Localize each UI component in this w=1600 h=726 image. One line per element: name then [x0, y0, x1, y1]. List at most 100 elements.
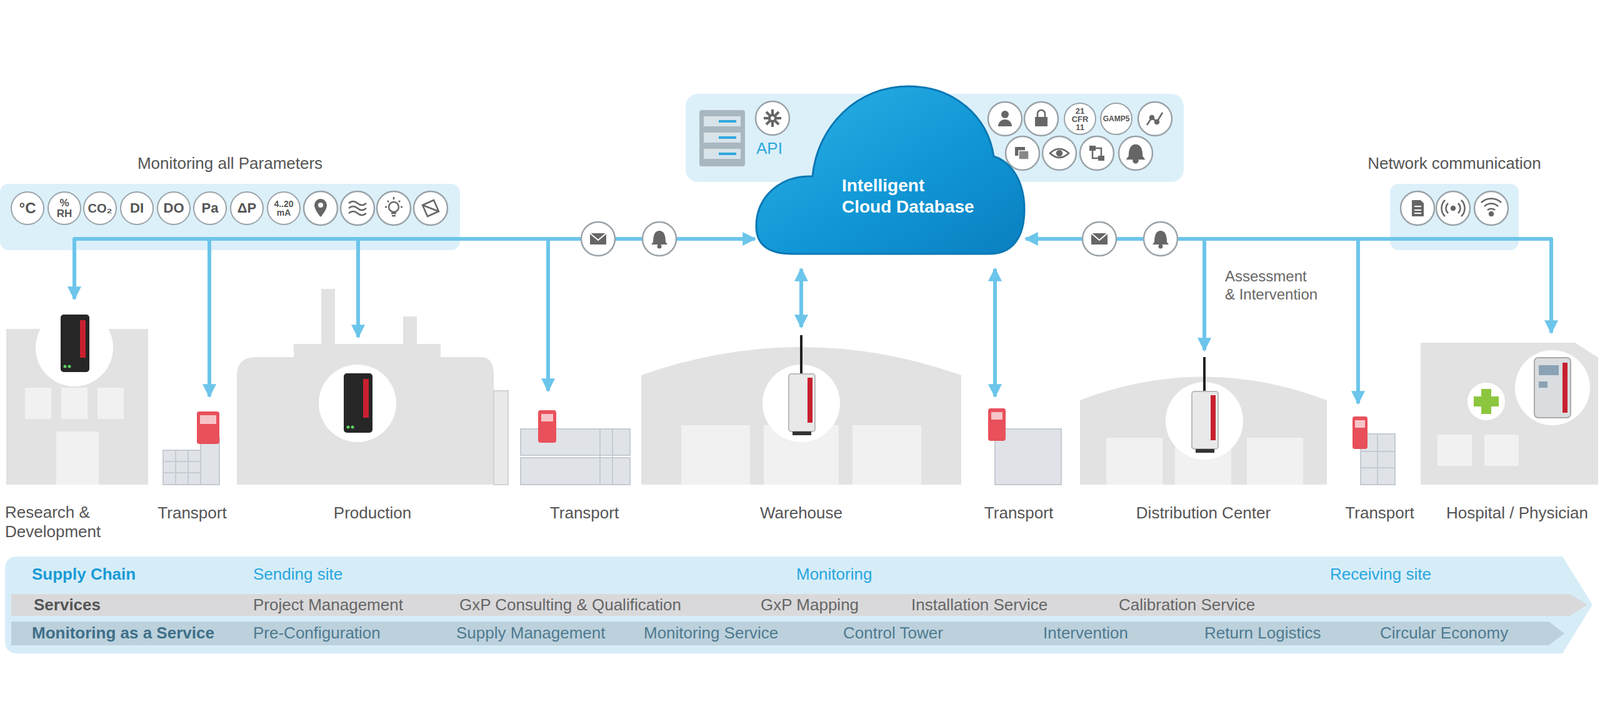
- cloud-outline: [755, 81, 1026, 255]
- site-label: Research & Development: [5, 502, 150, 542]
- data-logger-wireless: [1562, 362, 1568, 413]
- building-detail: [1484, 434, 1519, 466]
- site-node: Production: [236, 336, 509, 523]
- bus-icon: [1152, 230, 1169, 249]
- row-heading: Services: [33, 595, 101, 615]
- building-detail: [681, 425, 750, 485]
- data-logger-black: [363, 378, 369, 418]
- site-label: Hospital / Physician: [1437, 503, 1597, 523]
- connector-arrow: [209, 238, 755, 397]
- compliance-icon: [1024, 101, 1059, 136]
- compliance-icon: [1080, 136, 1114, 170]
- network-icon: [1481, 198, 1502, 210]
- parameter-text: 21 CFR 11: [1070, 106, 1090, 132]
- connector-arrow: [993, 268, 997, 397]
- compliance-icon: [755, 101, 790, 135]
- data-logger-wireless: [792, 431, 812, 435]
- parameter-text: DI: [121, 201, 152, 215]
- parameter-icon: [314, 198, 327, 217]
- transport-logger: [196, 411, 220, 444]
- cloud-title: Intelligent Cloud Database: [841, 175, 977, 217]
- parameter-icon: [303, 191, 338, 225]
- parameter-circle: 21 CFR 11: [1063, 102, 1097, 135]
- device-ground: [1467, 382, 1505, 420]
- compliance-icon: [1018, 150, 1029, 160]
- network-icon: [1441, 200, 1465, 217]
- parameter-icon: [413, 191, 448, 225]
- building-illustration: [1080, 376, 1327, 485]
- site-label: Transport: [150, 503, 235, 523]
- bus-icon: [642, 221, 677, 256]
- parameter-circle: DO: [156, 191, 191, 225]
- building-illustration: [321, 288, 335, 347]
- compliance-icon: [1005, 136, 1040, 170]
- parameter-icon: [388, 201, 399, 212]
- server-icon: [703, 116, 741, 127]
- data-logger-wireless: [1195, 448, 1215, 453]
- compliance-icon: [1098, 155, 1105, 161]
- row-item: Return Logistics: [1204, 623, 1321, 643]
- compliance-icon: [755, 101, 790, 135]
- parameter-text: GAMP5: [1101, 115, 1131, 123]
- compliance-icon: [770, 116, 775, 120]
- network-icon: [1489, 211, 1494, 216]
- site-label: Transport: [975, 503, 1063, 523]
- data-logger-black: [351, 425, 355, 429]
- data-logger-black: [63, 365, 67, 369]
- compliance-icon: [988, 101, 1022, 136]
- server-icon: [703, 132, 741, 143]
- site-label: Transport: [1337, 503, 1422, 523]
- network-icon: [1411, 200, 1424, 217]
- cargo-box: [163, 450, 201, 485]
- site-node: Transport: [1337, 403, 1422, 523]
- parameter-text: 4..20 mA: [271, 199, 297, 217]
- site-node: Distribution Center: [1080, 350, 1327, 523]
- process-band: [5, 556, 1593, 654]
- transport-logger: [1355, 420, 1365, 428]
- row-item: Circular Economy: [1380, 623, 1509, 643]
- network-icon: [1474, 191, 1509, 225]
- site-node: Research & Development: [5, 298, 150, 542]
- building-detail: [1437, 434, 1472, 466]
- parameter-icon: [376, 191, 411, 225]
- compliance-icon: [763, 109, 782, 127]
- bus-icon: [1143, 221, 1178, 256]
- data-logger-wireless: [1534, 357, 1571, 418]
- server-icon: [699, 110, 745, 167]
- compliance-icon: [1138, 101, 1172, 136]
- site-node: Warehouse: [641, 326, 962, 523]
- compliance-icon: [1150, 115, 1154, 120]
- device-ground: [1515, 350, 1590, 425]
- parameter-icon: [340, 191, 375, 225]
- building-illustration: [403, 316, 417, 347]
- process-row: Supply ChainSending siteMonitoringReceiv…: [0, 562, 1563, 587]
- parameter-circle: Pa: [193, 191, 227, 225]
- cargo-box: [520, 428, 630, 455]
- network-icon: [1474, 191, 1509, 225]
- parameter-icon: [348, 201, 367, 215]
- parameter-icon: [303, 191, 338, 225]
- building-detail: [493, 390, 509, 485]
- parameter-icon: [303, 191, 448, 225]
- data-logger-wireless: [1538, 381, 1548, 388]
- compliance-icon: [1080, 136, 1114, 170]
- bus-icon: [651, 230, 668, 249]
- device-ground: [1165, 381, 1244, 460]
- api-text: API: [756, 138, 783, 159]
- row-item: Control Tower: [843, 623, 944, 643]
- site-label: Distribution Center: [1080, 503, 1327, 523]
- transport-logger: [200, 415, 217, 424]
- device-ground: [762, 364, 840, 442]
- parameter-icon: [413, 191, 448, 225]
- site-node: Transport: [975, 396, 1063, 523]
- cloud-outline: [756, 86, 1025, 254]
- data-logger-wireless: [788, 335, 1571, 453]
- parameter-icon: [376, 191, 411, 225]
- parameter-circle: ΔP: [230, 191, 264, 225]
- panel-heading: Monitoring all Parameters: [137, 153, 323, 174]
- network-icon: [1400, 191, 1509, 225]
- connector-arrow: [1025, 238, 1205, 350]
- server-icon: [718, 152, 737, 155]
- data-logger-black: [60, 314, 90, 372]
- parameter-icon: [340, 191, 375, 225]
